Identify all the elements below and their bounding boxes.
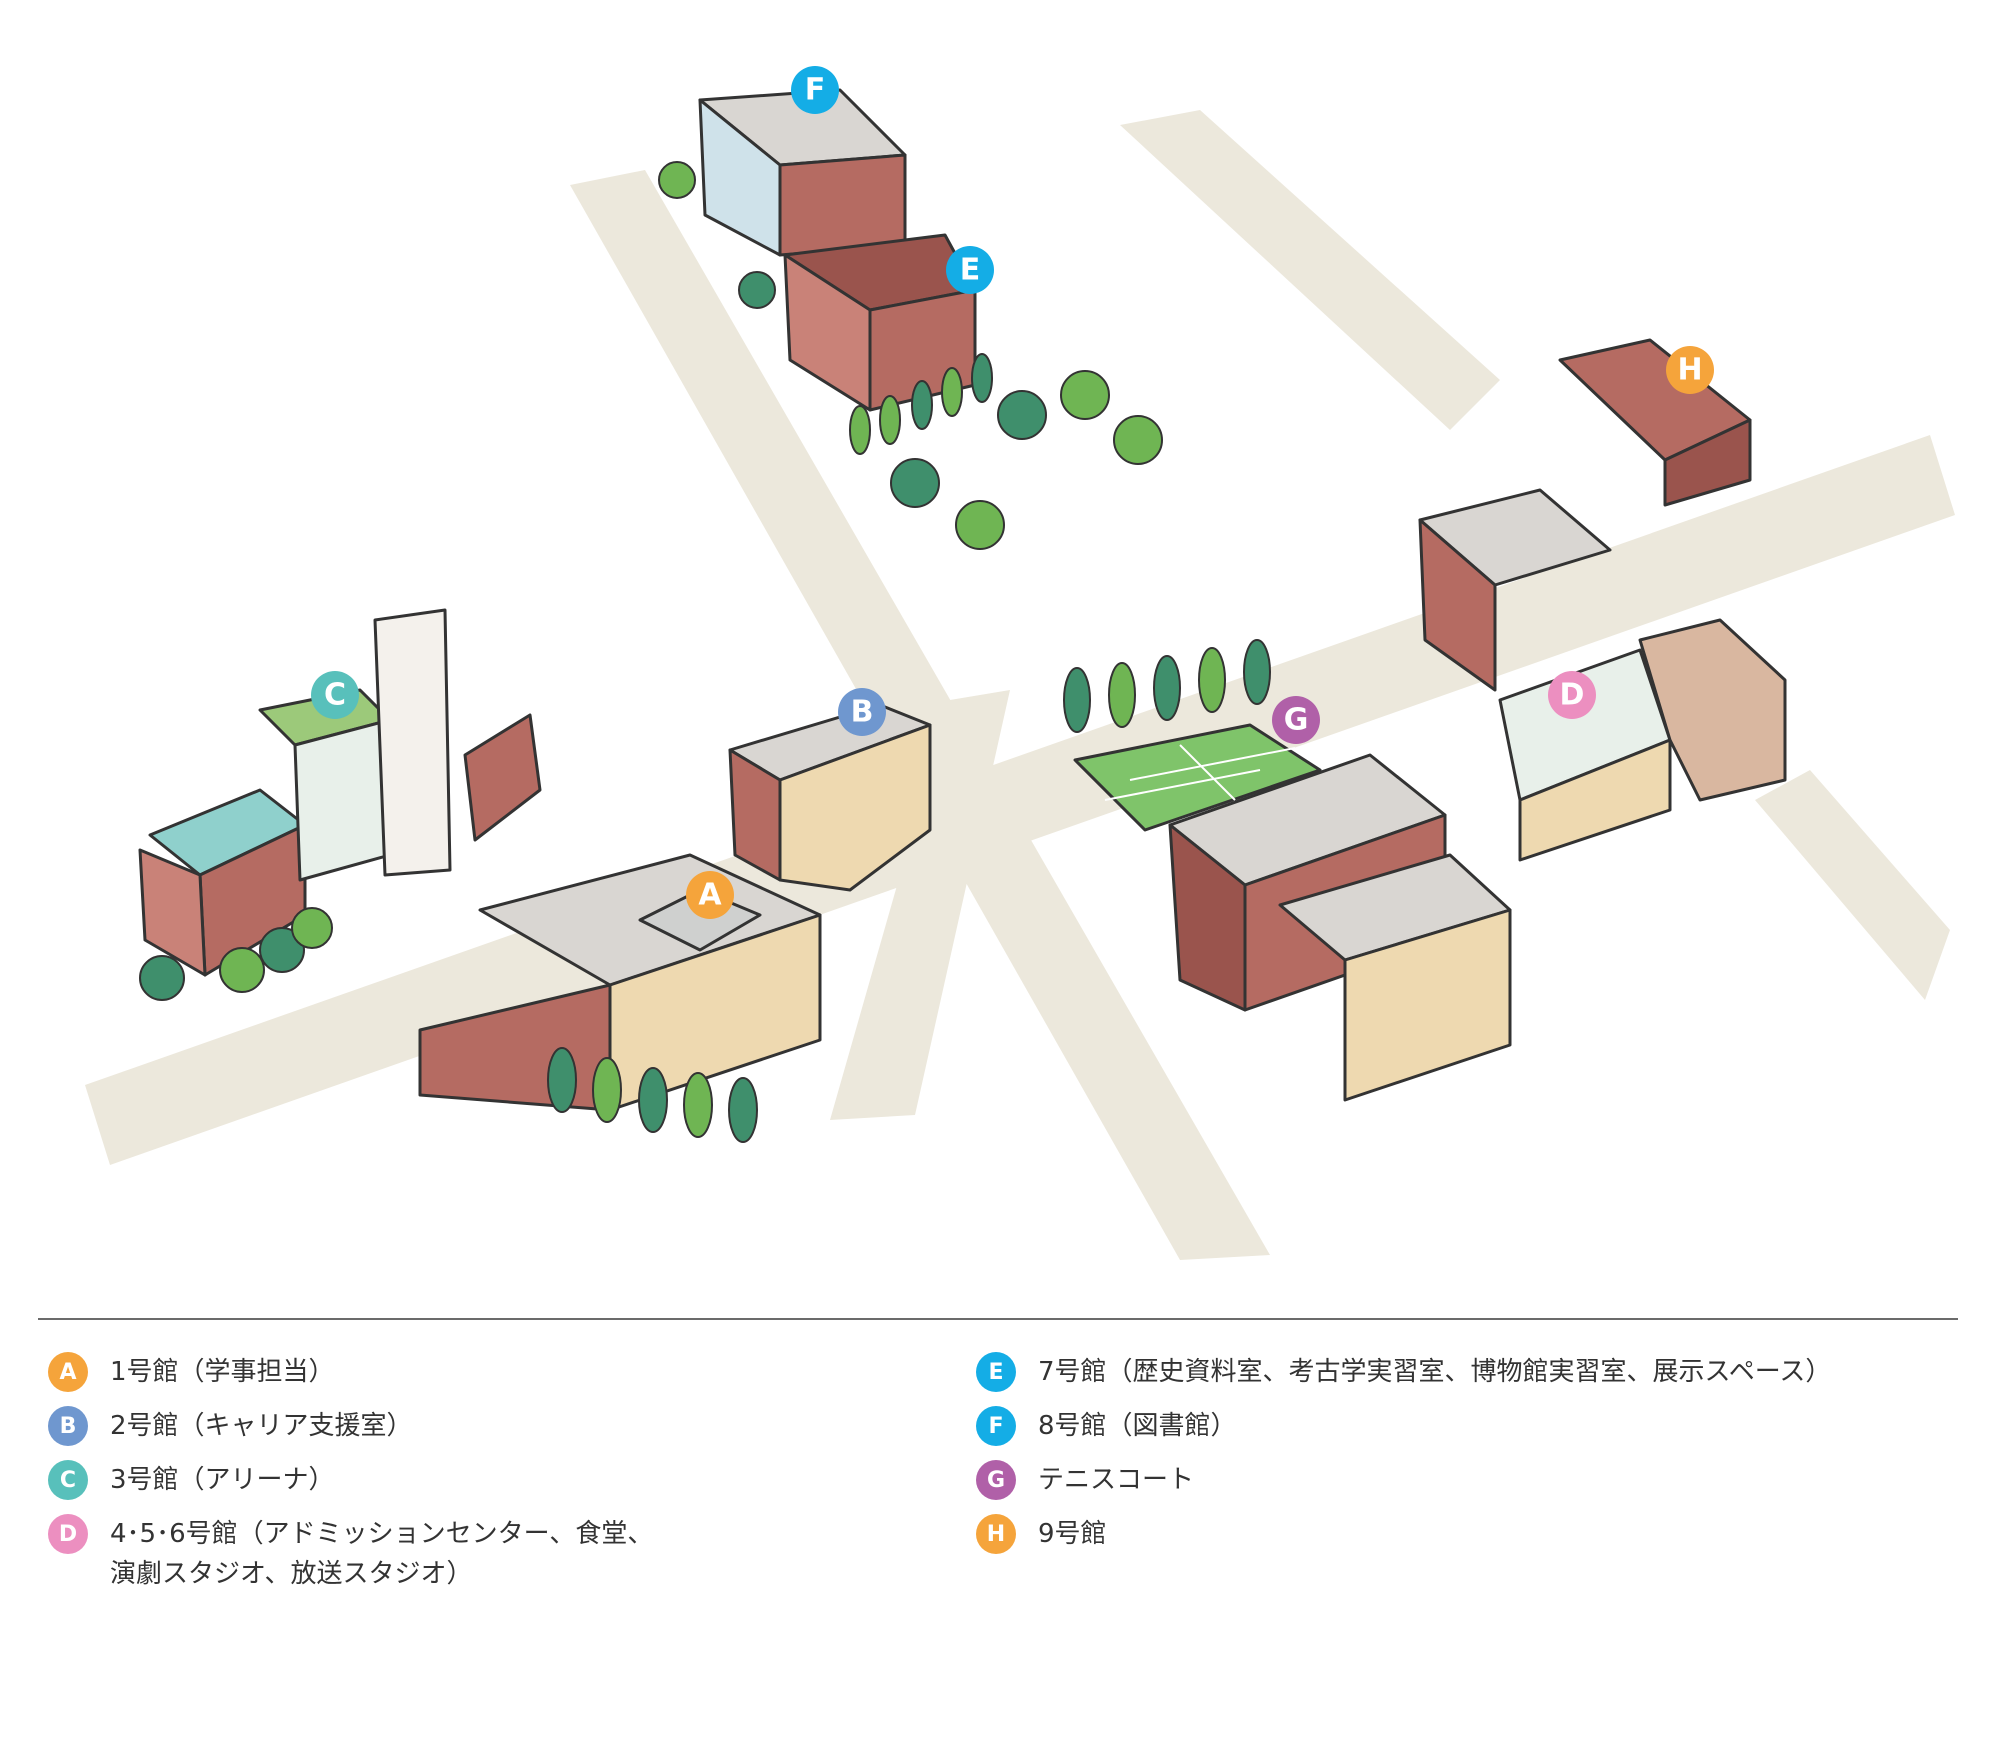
building-c: [138, 608, 542, 977]
marker-c-label: C: [324, 678, 346, 713]
marker-c-circle: [311, 671, 359, 719]
marker-h-circle: [1666, 346, 1714, 394]
building-e-side: [783, 253, 872, 412]
marker-d[interactable]: D: [1548, 671, 1596, 719]
marker-g[interactable]: G: [1272, 696, 1320, 744]
legend-badge-e: E: [976, 1352, 1016, 1392]
marker-b-label: B: [851, 695, 874, 730]
building-c-arena: [463, 713, 542, 842]
legend-text-a: 1号館（学事担当）: [110, 1357, 335, 1387]
legend-text-d: 4･5･6号館（アドミッションセンター、食堂、 演劇スタジオ、放送スタジオ）: [110, 1519, 654, 1589]
legend-text-f: 8号館（図書館）: [1038, 1411, 1237, 1441]
legend-item-b: B 2号館（キャリア支援室）: [48, 1406, 653, 1446]
legend-item-g: G テニスコート: [976, 1460, 1831, 1500]
road-upper-diagonal: [1120, 110, 1500, 430]
building-d-tower-front: [1418, 518, 1497, 692]
marker-d-label: D: [1560, 678, 1585, 713]
legend-text-h: 9号館: [1038, 1519, 1107, 1549]
legend-text-g: テニスコート: [1038, 1465, 1195, 1495]
marker-b-circle: [838, 688, 886, 736]
building-h-front: [1663, 418, 1752, 507]
legend-text-e: 7号館（歴史資料室、考古学実習室、博物館実習室、展示スペース）: [1038, 1357, 1832, 1387]
marker-a-circle: [686, 871, 734, 919]
marker-g-label: G: [1284, 703, 1309, 738]
legend-badge-h: H: [976, 1514, 1016, 1554]
marker-a-label: A: [698, 878, 722, 913]
campus-map: A B C D E F G H: [85, 66, 1955, 1260]
legend-text-c: 3号館（アリーナ）: [110, 1465, 335, 1495]
marker-b[interactable]: B: [838, 688, 886, 736]
marker-d-circle: [1548, 671, 1596, 719]
marker-g-circle: [1272, 696, 1320, 744]
building-c-tower: [373, 608, 452, 877]
legend-badge-b: B: [48, 1406, 88, 1446]
legend-badge-f: F: [976, 1406, 1016, 1446]
marker-c[interactable]: C: [311, 671, 359, 719]
east-cluster-side: [1168, 823, 1247, 1012]
marker-e-label: E: [960, 253, 981, 288]
legend-left-column: A 1号館（学事担当） B 2号館（キャリア支援室） C 3号館（アリーナ） D…: [48, 1352, 653, 1608]
legend-right-column: E 7号館（歴史資料室、考古学実習室、博物館実習室、展示スペース） F 8号館（…: [976, 1352, 1831, 1568]
legend-badge-g: G: [976, 1460, 1016, 1500]
legend-badge-c: C: [48, 1460, 88, 1500]
road-south-spur: [830, 690, 1010, 1120]
road-right-vertical: [1755, 770, 1950, 1000]
marker-f-circle: [791, 66, 839, 114]
road-nw-se-main: [570, 170, 1270, 1260]
building-d: [1418, 488, 1787, 862]
legend-badge-a: A: [48, 1352, 88, 1392]
building-d-east: [1638, 618, 1787, 802]
marker-h[interactable]: H: [1666, 346, 1714, 394]
marker-f-label: F: [805, 73, 826, 108]
marker-e[interactable]: E: [946, 246, 994, 294]
marker-a[interactable]: A: [686, 871, 734, 919]
building-b-side: [728, 748, 782, 882]
legend-item-f: F 8号館（図書館）: [976, 1406, 1831, 1446]
legend-divider: [38, 1318, 1958, 1320]
building-f: [698, 88, 907, 257]
legend-item-d: D 4･5･6号館（アドミッションセンター、食堂、 演劇スタジオ、放送スタジオ）: [48, 1514, 653, 1594]
trees: [139, 161, 1271, 1143]
building-h: [1558, 338, 1752, 507]
building-f-side: [698, 98, 782, 257]
building-f-front: [778, 153, 907, 257]
legend-item-a: A 1号館（学事担当）: [48, 1352, 653, 1392]
building-cluster-east: [1168, 753, 1512, 1102]
marker-f[interactable]: F: [791, 66, 839, 114]
building-d-front: [1518, 738, 1672, 862]
tennis-court-surface: [1073, 723, 1322, 832]
tennis-court: [1073, 723, 1322, 832]
legend-item-e: E 7号館（歴史資料室、考古学実習室、博物館実習室、展示スペース）: [976, 1352, 1831, 1392]
marker-h-label: H: [1677, 353, 1702, 388]
legend-badge-d: D: [48, 1514, 88, 1554]
legend-text-b: 2号館（キャリア支援室）: [110, 1411, 413, 1441]
building-c-side: [138, 848, 207, 977]
building-c-glass: [293, 718, 392, 882]
legend-item-h: H 9号館: [976, 1514, 1831, 1554]
marker-e-circle: [946, 246, 994, 294]
legend-item-c: C 3号館（アリーナ）: [48, 1460, 653, 1500]
east-library-front: [1343, 908, 1512, 1102]
